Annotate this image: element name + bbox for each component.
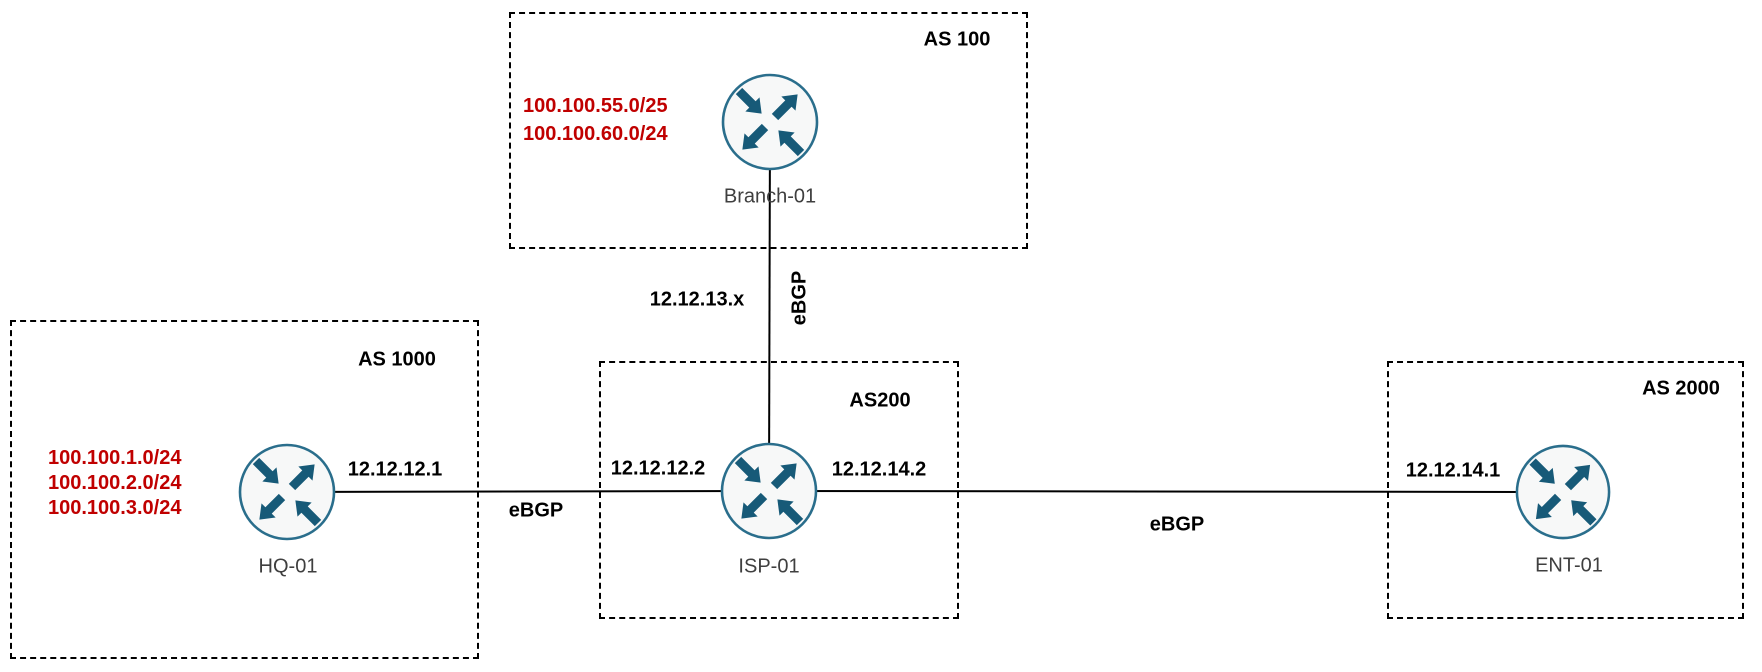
as-boundary-box-as-2000	[1387, 361, 1744, 619]
as-label-as-2000: AS 2000	[1642, 377, 1720, 400]
as-boundary-box-as-200	[599, 361, 959, 619]
router-name-branch-01: Branch-01	[723, 185, 817, 208]
advertised-prefixes-hq-01: 100.100.1.0/24 100.100.2.0/24 100.100.3.0/…	[48, 446, 181, 521]
as-boundary-box-as-1000	[10, 320, 479, 659]
router-icon	[721, 73, 819, 171]
prefix-line: 100.100.55.0/25	[523, 95, 668, 117]
router-name-isp-01: ISP-01	[738, 555, 800, 578]
as-boundary-box-as-100	[509, 12, 1028, 249]
prefix-line: 100.100.60.0/24	[523, 123, 668, 145]
as-label-as-200: AS200	[849, 389, 911, 412]
router-ent-01	[1514, 443, 1612, 541]
ip-label-12-12-12-2: 12.12.12.2	[610, 457, 706, 480]
ip-label-12-12-12-1: 12.12.12.1	[347, 458, 443, 481]
router-icon	[238, 443, 336, 541]
router-icon	[1515, 444, 1611, 540]
link-line-hq-isp	[286, 490, 770, 493]
prefix-line: 100.100.2.0/24	[48, 472, 182, 494]
ebgp-session-label-0: eBGP	[508, 499, 564, 522]
router-hq-01	[237, 442, 337, 542]
ip-label-12-12-14-2: 12.12.14.2	[831, 458, 927, 481]
ebgp-session-label-1: eBGP	[788, 270, 811, 326]
as-label-as-100: AS 100	[923, 28, 991, 51]
advertised-prefixes-branch-01: 100.100.55.0/25 100.100.60.0/24	[523, 92, 668, 148]
prefix-line: 100.100.1.0/24	[48, 447, 182, 469]
ebgp-session-label-2: eBGP	[1149, 513, 1205, 536]
router-isp-01	[719, 441, 819, 541]
router-icon	[720, 442, 818, 540]
router-branch-01	[720, 72, 820, 172]
ip-label-12-12-13-x: 12.12.13.x	[649, 288, 745, 311]
link-line-isp-ent	[768, 490, 1564, 493]
router-name-hq-01: HQ-01	[258, 555, 318, 578]
router-name-ent-01: ENT-01	[1535, 554, 1603, 577]
link-line-branch-isp	[768, 121, 771, 492]
ip-label-12-12-14-1: 12.12.14.1	[1405, 459, 1501, 482]
prefix-line: 100.100.3.0/24	[48, 497, 182, 519]
as-label-as-1000: AS 1000	[358, 348, 436, 371]
